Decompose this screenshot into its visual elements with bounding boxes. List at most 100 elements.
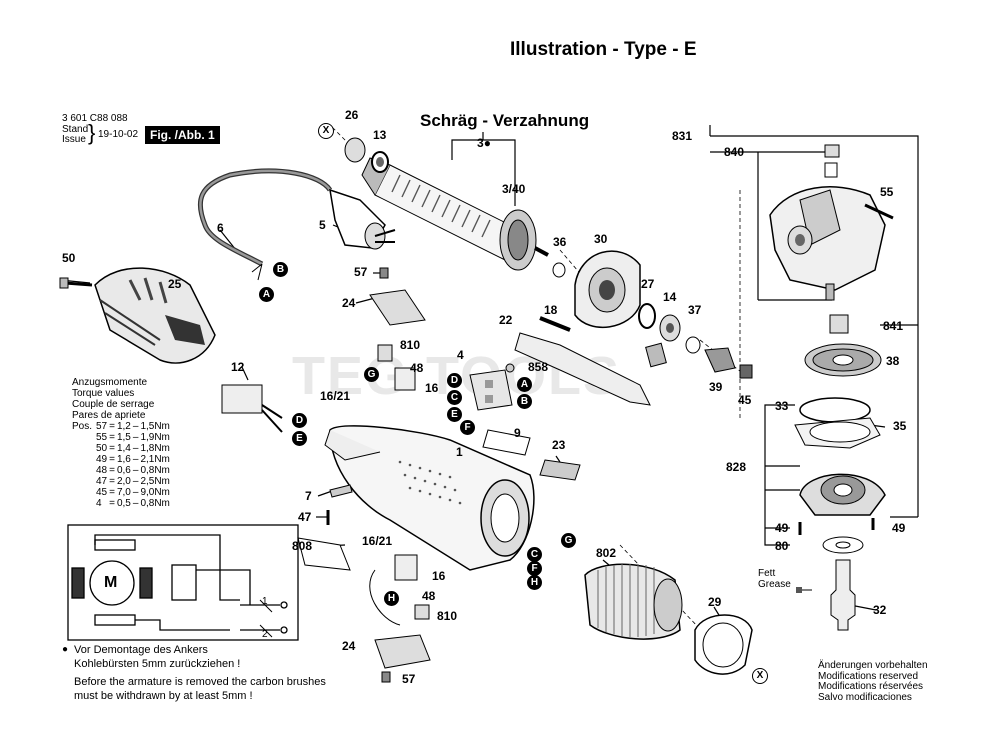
torque-cell: = [109,454,115,465]
label-48-upper: 48 [410,361,424,375]
note-en-2: must be withdrawn by at least 5mm ! [74,690,253,702]
torque-row: 4=0,5–0,8Nm [96,498,172,509]
motor-label: M [104,574,118,591]
label-1: 1 [456,445,463,459]
label-22: 22 [499,313,513,327]
marker-h-lower: H [384,591,399,606]
torque-cell: 50 [96,443,108,454]
torque-row: 47=2,0–2,5Nm [96,476,172,487]
marker-b-cord: B [273,262,288,277]
torque-cell: 49 [96,454,108,465]
note-en-1: Before the armature is removed the carbo… [74,676,326,688]
label-16-21-upper: 16/21 [320,389,351,403]
label-57-lower: 57 [402,672,416,686]
label-13: 13 [373,128,387,142]
subtitle: Schräg - Verzahnung [420,111,590,130]
label-6: 6 [217,221,224,235]
label-25: 25 [168,277,182,291]
label-810-upper: 810 [400,338,421,352]
torque-cell: 0,5 [116,498,131,509]
stand-label: Stand [62,124,89,135]
label-808: 808 [292,539,313,553]
bearing-plate [574,250,641,329]
plug [329,188,396,250]
brace-glyph: } [88,120,96,145]
label-16-lower: 16 [432,569,446,583]
marker-g-upper: G [364,367,379,382]
torque-cell: 0,6 [116,465,131,476]
torque-cell: 0,8Nm [140,498,170,509]
torque-cell: 1,2 [116,421,131,432]
label-49-right: 49 [892,521,906,535]
label-27: 27 [641,277,655,291]
torque-cell: = [109,487,115,498]
label-12: 12 [231,360,245,374]
marker-c-coil: C [527,547,542,562]
torque-row: 45=7,0–9,0Nm [96,487,172,498]
marker-g-coil: G [561,533,576,548]
label-24-upper: 24 [342,296,356,310]
torque-cell: 2,5Nm [140,476,170,487]
torque-cell: 1,4 [116,443,131,454]
changes-en: Modifications reserved [818,670,919,682]
torque-cell: = [109,465,115,476]
torque-cell: = [109,421,115,432]
label-858: 858 [528,360,549,374]
label-9: 9 [514,426,521,440]
marker-f-brush: F [460,420,475,435]
label-831: 831 [672,129,693,143]
label-39: 39 [709,380,723,394]
label-18: 18 [544,303,558,317]
label-36: 36 [553,235,567,249]
marker-x-top: X [318,123,334,139]
changes-note: Änderungen vorbehalten Modifications res… [818,660,928,703]
label-26: 26 [345,108,359,122]
torque-row: 49=1,6–2,1Nm [96,454,172,465]
torque-cell: = [109,443,115,454]
field-coil [584,563,683,640]
label-55: 55 [880,185,894,199]
note-bullet: ● [62,644,69,655]
label-80: 80 [775,539,789,553]
label-47: 47 [298,510,312,524]
wiring-schematic [67,524,299,641]
marker-d-brush: D [447,373,462,388]
marker-f-coil: F [527,561,542,576]
marker-c-brush: C [447,390,462,405]
label-3-40: 3/40 [502,182,526,196]
grease-de: Fett [758,568,776,579]
label-810-lower: 810 [437,609,458,623]
torque-cell: 0,8Nm [140,465,170,476]
armature [361,157,549,271]
label-38: 38 [886,354,900,368]
torque-row: 48=0,6–0,8Nm [96,465,172,476]
torque-cell: 1,8Nm [140,443,170,454]
label-3: 3● [477,137,491,149]
label-5: 5 [319,218,326,232]
marker-d-switch: D [292,413,307,428]
label-45: 45 [738,393,752,407]
marker-e-brush: E [447,407,462,422]
note-de-2: Kohlebürsten 5mm zurückziehen ! [74,658,241,670]
terminal-1: 1 [262,596,268,607]
torque-cell: – [132,432,139,443]
torque-cell: 57 [96,421,108,432]
label-16-upper: 16 [425,381,439,395]
label-16-21-lower: 16/21 [362,534,393,548]
label-37: 37 [688,303,702,317]
torque-cell: 1,5Nm [140,421,170,432]
label-24-lower: 24 [342,639,356,653]
label-3-dot: ● [483,136,491,150]
grease-en: Grease [758,579,791,590]
torque-cell: – [132,454,139,465]
motor-housing [324,425,535,571]
part-number: 3 601 C88 088 [62,113,128,124]
torque-cell: 7,0 [116,487,131,498]
torque-cell: – [132,476,139,487]
page-title: Illustration - Type - E [510,39,697,60]
torque-cell: 48 [96,465,108,476]
label-7: 7 [305,489,312,503]
torque-row: 50=1,4–1,8Nm [96,443,172,454]
torque-cell: 4 [96,498,102,509]
